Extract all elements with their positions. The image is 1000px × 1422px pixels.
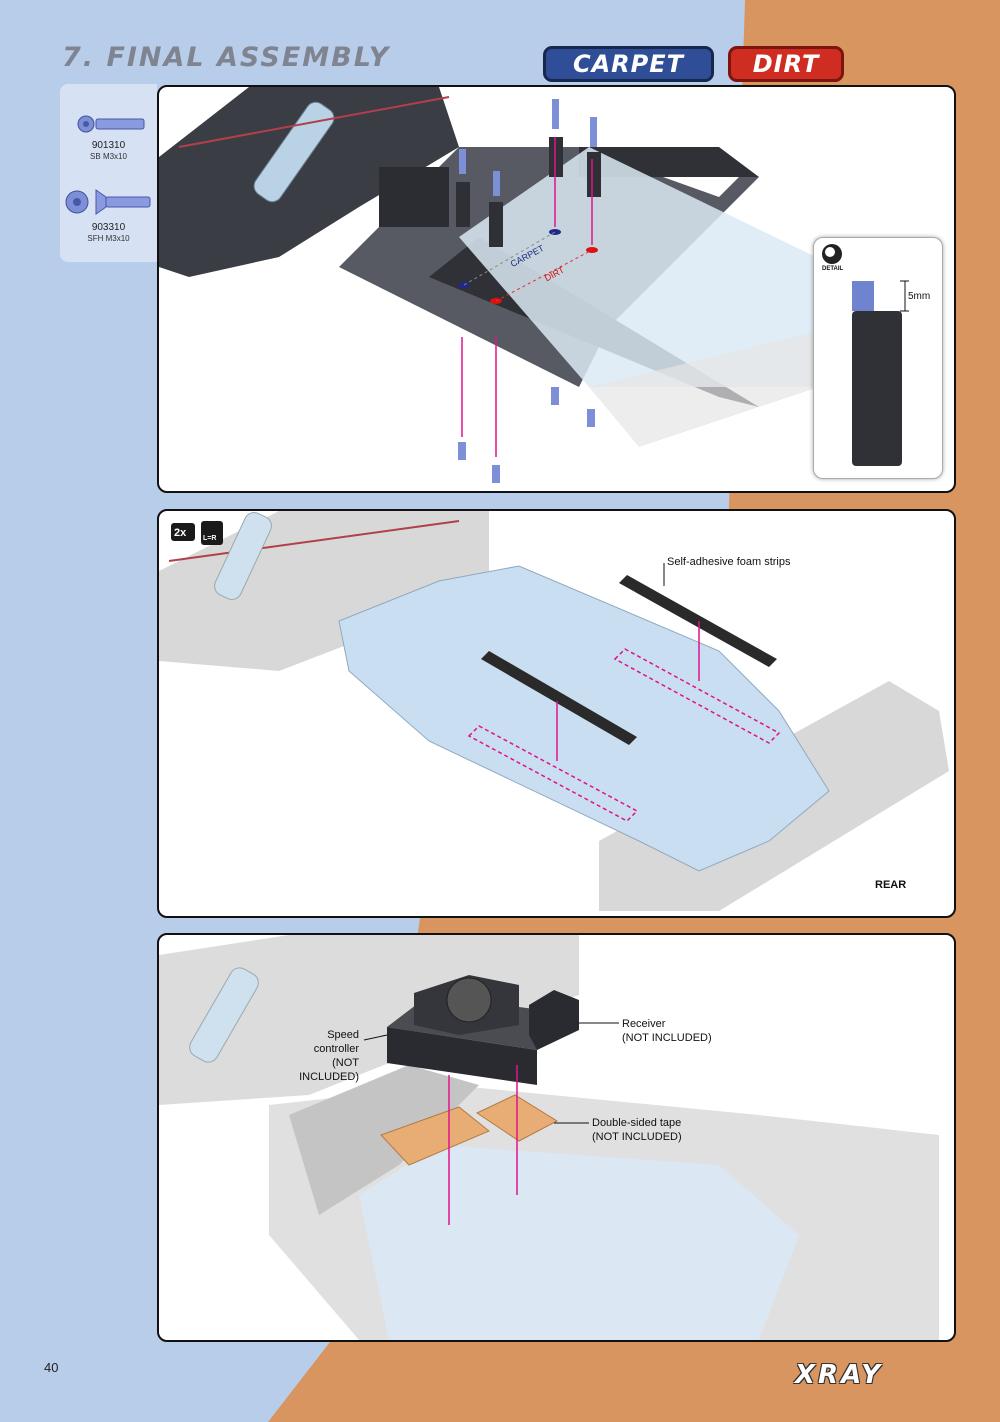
receiver-note: (NOT INCLUDED) (622, 1032, 712, 1044)
page-title: 7. FINAL ASSEMBLY (62, 42, 391, 73)
tape-label: Double-sided tape (NOT INCLUDED) (592, 1116, 682, 1144)
brand-logo: XRAY (795, 1360, 884, 1390)
detail-standoff-drawing (822, 244, 909, 466)
speed-controller-note: (NOT INCLUDED) (299, 1057, 359, 1083)
symmetry-icon (201, 521, 223, 545)
step3-panel: Speed controller (NOT INCLUDED) Receiver… (157, 933, 956, 1342)
part-name-901310: SB M3x10 (90, 152, 127, 161)
step1-panel: CARPET DIRT DETAIL 5mm (157, 85, 956, 493)
quantity-label: 2x (174, 527, 187, 539)
carpet-badge: CARPET (543, 46, 714, 82)
speed-controller-label: Speed controller (NOT INCLUDED) (287, 1028, 359, 1084)
detail-callout: DETAIL 5mm (813, 237, 943, 479)
parts-list: 901310 SB M3x10 903310 SFH M3x10 (60, 84, 157, 262)
quantity-badge-bg (171, 523, 195, 541)
receiver-label: Receiver (NOT INCLUDED) (622, 1017, 712, 1045)
flat-head-screw-icon (65, 189, 151, 215)
dirt-badge: DIRT (728, 46, 844, 82)
page-number: 40 (44, 1360, 59, 1375)
button-head-screw-icon (77, 115, 145, 133)
foam-strips-label: Self-adhesive foam strips (667, 556, 791, 568)
step3-illustration (159, 935, 939, 1340)
rear-label: REAR (875, 879, 907, 891)
part-name-903310: SFH M3x10 (87, 234, 130, 243)
receiver-name: Receiver (622, 1018, 666, 1030)
tape-note: (NOT INCLUDED) (592, 1131, 682, 1143)
tape-name: Double-sided tape (592, 1117, 682, 1129)
symmetry-label: L=R (203, 535, 217, 542)
detail-title: DETAIL (822, 266, 844, 272)
step2-panel: 2x L=R Self-adhesive foam strips REAR (157, 509, 956, 918)
speed-controller-name: Speed controller (313, 1029, 359, 1055)
part-code-903310: 903310 (91, 222, 126, 233)
parts-icons (65, 115, 151, 215)
standoff-height-label: 5mm (908, 291, 931, 302)
part-code-901310: 901310 (91, 140, 126, 151)
step2-illustration (159, 511, 949, 911)
